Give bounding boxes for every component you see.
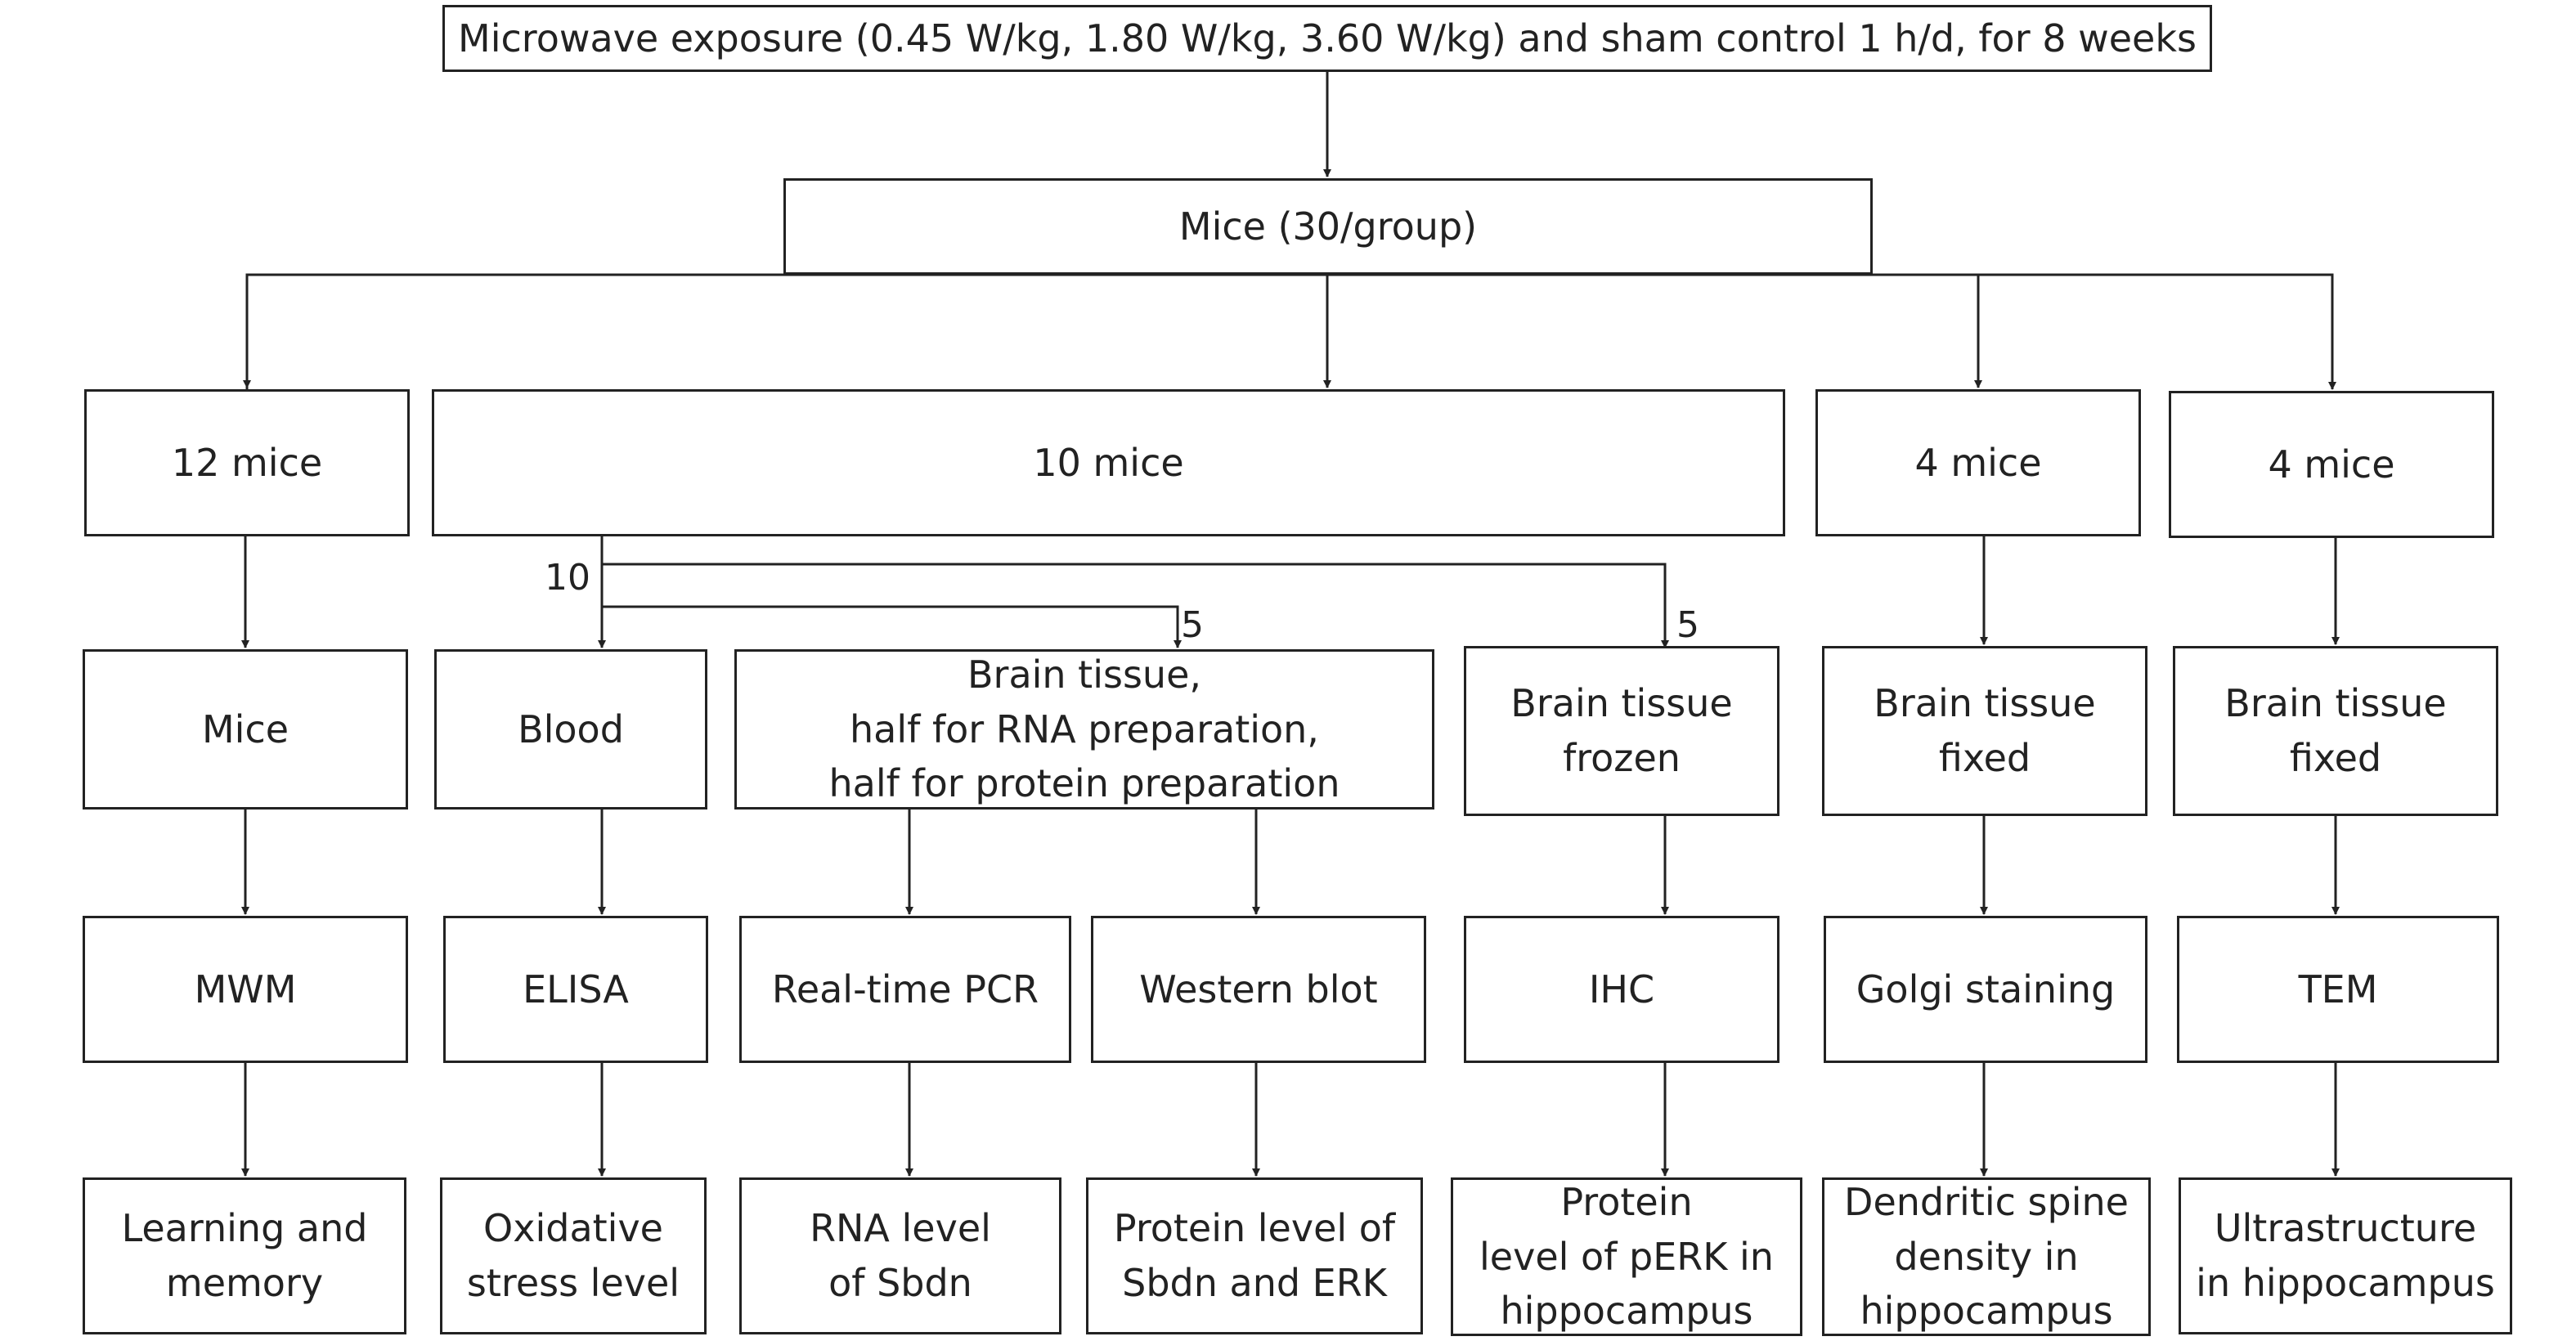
group-box-10-mice: 10 mice bbox=[432, 389, 1785, 536]
method-box-western-blot: Western blot bbox=[1091, 916, 1426, 1063]
mice-group-box: Mice (30/group) bbox=[783, 178, 1873, 275]
group-box-4-mice-tem: 4 mice bbox=[2169, 391, 2494, 538]
split-label-total: 10 bbox=[545, 557, 590, 599]
method-box-ihc: IHC bbox=[1464, 916, 1779, 1063]
outcome-box-perk-level: Protein level of pERK in hippocampus bbox=[1451, 1177, 1802, 1336]
method-box-elisa: ELISA bbox=[443, 916, 708, 1063]
split-label-left: 5 bbox=[1181, 604, 1204, 646]
sample-box-mice: Mice bbox=[83, 649, 408, 810]
method-box-mwm: MWM bbox=[83, 916, 408, 1063]
split-label-right: 5 bbox=[1676, 604, 1699, 646]
sample-box-brain-fixed-golgi: Brain tissue fixed bbox=[1822, 646, 2147, 816]
outcome-box-rna-level: RNA level of Sbdn bbox=[739, 1177, 1061, 1334]
outcome-box-oxidative-stress: Oxidative stress level bbox=[440, 1177, 707, 1334]
method-box-golgi-staining: Golgi staining bbox=[1824, 916, 2147, 1063]
exposure-box: Microwave exposure (0.45 W/kg, 1.80 W/kg… bbox=[442, 5, 2212, 72]
sample-box-blood: Blood bbox=[434, 649, 707, 810]
outcome-box-learning-memory: Learning and memory bbox=[83, 1177, 406, 1334]
group-box-12-mice: 12 mice bbox=[84, 389, 410, 536]
arrow-10-to-brain-split bbox=[602, 605, 1182, 648]
group-box-4-mice-golgi: 4 mice bbox=[1815, 389, 2141, 536]
sample-box-brain-frozen: Brain tissue frozen bbox=[1464, 646, 1779, 816]
arrow-10-to-frozen bbox=[602, 563, 1669, 648]
outcome-box-protein-level: Protein level of Sbdn and ERK bbox=[1086, 1177, 1423, 1334]
sample-box-brain-tissue-split: Brain tissue, half for RNA preparation, … bbox=[734, 649, 1434, 810]
sample-box-brain-fixed-tem: Brain tissue fixed bbox=[2173, 646, 2498, 816]
method-box-tem: TEM bbox=[2177, 916, 2499, 1063]
outcome-box-dendritic-spine: Dendritic spine density in hippocampus bbox=[1822, 1177, 2151, 1336]
method-box-real-time-pcr: Real-time PCR bbox=[739, 916, 1071, 1063]
outcome-box-ultrastructure: Ultrastructure in hippocampus bbox=[2179, 1177, 2512, 1334]
